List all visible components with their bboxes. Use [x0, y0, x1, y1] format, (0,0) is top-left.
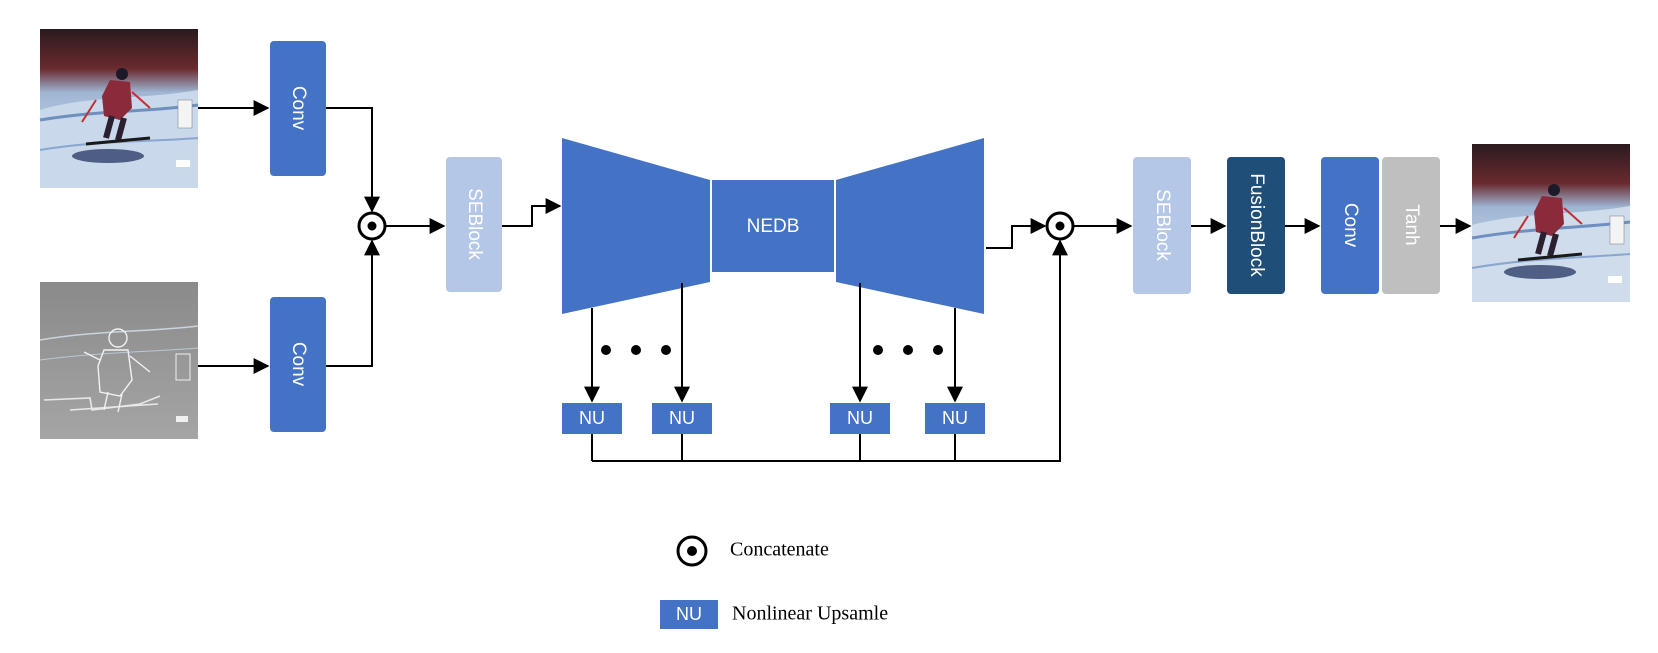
nedb-label: NEDB: [747, 216, 800, 237]
conv-top-block: Conv: [270, 41, 326, 176]
fusionblock-label: FusionBlock: [1246, 173, 1267, 277]
legend-concat-icon: [676, 535, 708, 567]
legend: Concatenate NU Nonlinear Upsamle: [660, 535, 888, 629]
nu-4-label: NU: [942, 408, 968, 428]
conv-bottom-label: Conv: [288, 342, 309, 387]
skier-figure: [81, 68, 151, 146]
legend-nu-box: NU: [660, 600, 718, 629]
seblock-out-label: SEBlock: [1152, 189, 1173, 261]
legend-nu-box-label: NU: [676, 604, 702, 624]
legend-concat-label: Concatenate: [730, 539, 829, 561]
skier-figure-output: [1513, 184, 1583, 262]
legend-nu-label: Nonlinear Upsamle: [732, 603, 888, 625]
input-rgb-image: [39, 29, 199, 188]
conv-out-label: Conv: [1340, 203, 1361, 248]
skier-outline: [83, 328, 151, 413]
conv-top-label: Conv: [288, 86, 309, 131]
ellipsis-right: [873, 345, 943, 355]
fusionblock: FusionBlock: [1227, 157, 1285, 294]
conv-bottom-block: Conv: [270, 297, 326, 432]
nu-1-label: NU: [579, 408, 605, 428]
seblock-in: SEBlock: [446, 157, 502, 292]
decoder-shape: [836, 138, 984, 314]
input-edge-image: [39, 282, 199, 439]
output-image: [1471, 144, 1631, 302]
concat-node-2: [1045, 211, 1075, 241]
nu-block-2: NU: [652, 403, 712, 434]
tanh-block: Tanh: [1382, 157, 1440, 294]
nu-3-label: NU: [847, 408, 873, 428]
nedb-block: NEDB: [712, 180, 834, 272]
nu-2-label: NU: [669, 408, 695, 428]
tanh-label: Tanh: [1401, 204, 1422, 245]
concat-node-1: [357, 211, 387, 241]
nu-block-3: NU: [830, 403, 890, 434]
seblock-out: SEBlock: [1133, 157, 1191, 294]
connectors: [198, 100, 1472, 462]
conv-out-block: Conv: [1321, 157, 1379, 294]
seblock-in-label: SEBlock: [464, 188, 485, 260]
encoder-shape: [562, 138, 710, 314]
ellipsis-left: [601, 345, 671, 355]
nu-block-1: NU: [562, 403, 622, 434]
nu-block-4: NU: [925, 403, 985, 434]
